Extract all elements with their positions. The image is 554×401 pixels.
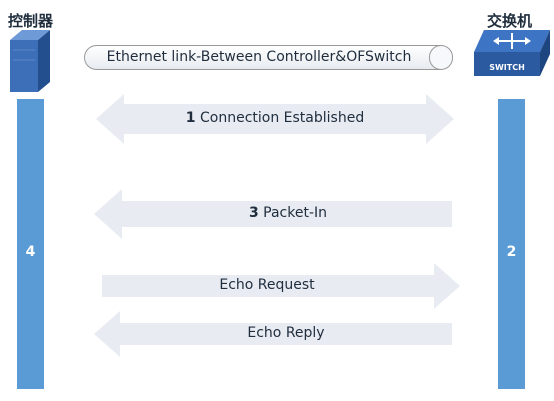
message-echo-reply: Echo Reply xyxy=(120,325,452,341)
arrow-echo-request xyxy=(102,263,460,309)
controller-timeline-bar: 4 xyxy=(17,99,44,389)
message-label: Echo Reply xyxy=(247,325,325,341)
step-number: 3 xyxy=(248,205,259,221)
step-number: 1 xyxy=(185,110,196,126)
message-connection-established: 1 Connection Established xyxy=(96,110,454,126)
arrow-connection-established xyxy=(96,94,454,144)
message-label: Packet-In xyxy=(258,205,328,221)
switch-number: 2 xyxy=(506,244,517,260)
message-echo-request: Echo Request xyxy=(102,277,432,293)
message-packet-in: 3 Packet-In xyxy=(124,205,452,221)
controller-label: 控制器 xyxy=(8,12,54,30)
arrow-packet-in xyxy=(94,189,452,239)
switch-icon-text: SWITCH xyxy=(489,63,525,72)
switch-label: 交换机 xyxy=(487,12,533,30)
ethernet-link-label: Ethernet link-Between Controller&OFSwitc… xyxy=(106,49,412,65)
controller-server-icon xyxy=(10,30,50,92)
arrow-echo-reply xyxy=(94,311,452,357)
controller-number: 4 xyxy=(25,244,36,260)
message-label: Echo Request xyxy=(219,277,315,293)
pipe-end-cap xyxy=(429,45,453,70)
message-label: Connection Established xyxy=(195,110,365,126)
switch-timeline-bar: 2 xyxy=(498,99,525,389)
ethernet-link-pipe: Ethernet link-Between Controller&OFSwitc… xyxy=(84,45,453,70)
switch-icon: SWITCH xyxy=(474,30,550,76)
